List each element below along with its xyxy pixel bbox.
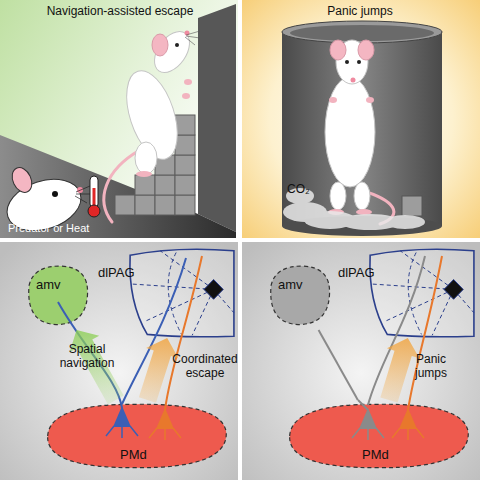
mouse-paw — [182, 93, 190, 99]
stair-cube — [135, 175, 155, 195]
mouse-ear — [152, 34, 168, 56]
neuron-body — [359, 408, 377, 429]
brain-region: amv — [262, 262, 337, 330]
stair-cube — [155, 175, 175, 195]
gas-puff — [385, 215, 425, 229]
pathway-label: Panic jumps — [400, 352, 462, 381]
mouse-ear — [358, 40, 374, 60]
cylinder-body — [282, 32, 442, 226]
neuron-body — [113, 406, 131, 427]
node-shape — [128, 248, 235, 338]
gas-cloud — [283, 188, 425, 230]
mouse-paw — [329, 97, 337, 103]
mouse-paw — [366, 97, 374, 103]
stair-cube — [175, 195, 195, 215]
mouse-head — [147, 25, 196, 79]
stimulus-label: Predator or Heat — [8, 222, 128, 235]
mouse-leg — [135, 142, 157, 174]
mouse-eye — [357, 60, 361, 64]
brain-region: amv — [20, 262, 95, 330]
pag-column-lines — [131, 251, 234, 336]
dendrite — [352, 428, 384, 440]
thermometer-bulb — [88, 205, 100, 217]
region-label: PMd — [362, 448, 389, 462]
mouse-leg — [330, 182, 346, 210]
region-outline — [290, 404, 469, 467]
dendrite — [149, 428, 181, 440]
predator-ear — [8, 164, 35, 195]
mouse-whiskers — [185, 31, 200, 45]
panel-background — [0, 242, 238, 480]
mouse-ear — [330, 40, 346, 60]
region-outline — [48, 404, 227, 467]
mouse-body — [325, 77, 375, 187]
predator-whiskers — [75, 186, 91, 203]
stair-cube — [135, 195, 155, 215]
stair-cube — [175, 175, 195, 195]
axon — [368, 256, 425, 405]
panel-background — [242, 242, 480, 480]
stair-cube — [175, 135, 195, 155]
region-label: dlPAG — [338, 266, 375, 280]
pag-outline — [370, 249, 474, 337]
node-shape — [262, 262, 337, 330]
panel-title: Panic jumps — [242, 5, 478, 19]
dendrite — [392, 428, 424, 440]
projection-arrow — [139, 338, 179, 403]
pathway-label: Coordinated escape — [166, 352, 244, 381]
mouse-tail — [104, 150, 140, 222]
neuron-body — [156, 408, 174, 429]
brain-region: PMd — [282, 400, 474, 472]
panel-background — [242, 0, 480, 238]
aqueduct — [444, 280, 463, 300]
stair-cube — [175, 115, 195, 135]
stair-cube — [115, 195, 135, 215]
mouse-eye — [345, 60, 349, 64]
mouse-paw — [184, 79, 192, 85]
neuron-body — [399, 408, 417, 429]
mouse-eye — [175, 43, 179, 47]
axon — [358, 400, 368, 410]
region-label: amv — [36, 278, 61, 292]
gas-label: CO₂ — [287, 183, 331, 197]
cylinder-rim — [282, 21, 442, 43]
stair-cube — [175, 155, 195, 175]
brain-region: dlPAG — [368, 248, 475, 338]
pag-column-lines — [371, 251, 474, 336]
region-label: amv — [278, 278, 303, 292]
region-label: PMd — [120, 448, 147, 462]
mouse-foot — [136, 171, 152, 177]
mouse-leg — [354, 182, 370, 210]
region-outline — [29, 266, 88, 325]
aqueduct — [204, 280, 223, 300]
projection-line — [319, 330, 358, 400]
region-label: dlPAG — [98, 266, 135, 280]
node-shape — [20, 262, 95, 330]
brain-region: PMd — [40, 400, 232, 472]
axon — [58, 302, 122, 408]
projection-arrow — [70, 330, 124, 404]
node-shape — [368, 248, 475, 338]
dendrite — [106, 426, 138, 438]
axon — [165, 256, 202, 410]
projection-arrow — [380, 338, 419, 403]
brain-region: dlPAG — [128, 248, 235, 338]
region-outline — [271, 266, 330, 325]
pag-outline — [130, 249, 234, 337]
thermometer-tube — [90, 176, 98, 208]
stair-cube — [155, 195, 175, 215]
axon — [122, 258, 186, 404]
panel-title: Navigation-assisted escape — [2, 5, 238, 19]
pathway-label: Spatial navigation — [48, 342, 126, 371]
cylinder-opening — [290, 25, 434, 41]
predator-eye — [52, 191, 58, 197]
axon — [408, 256, 442, 410]
cube — [402, 196, 422, 216]
mouse-nose — [351, 78, 356, 83]
gas-puff — [286, 188, 314, 204]
wall — [198, 4, 236, 232]
